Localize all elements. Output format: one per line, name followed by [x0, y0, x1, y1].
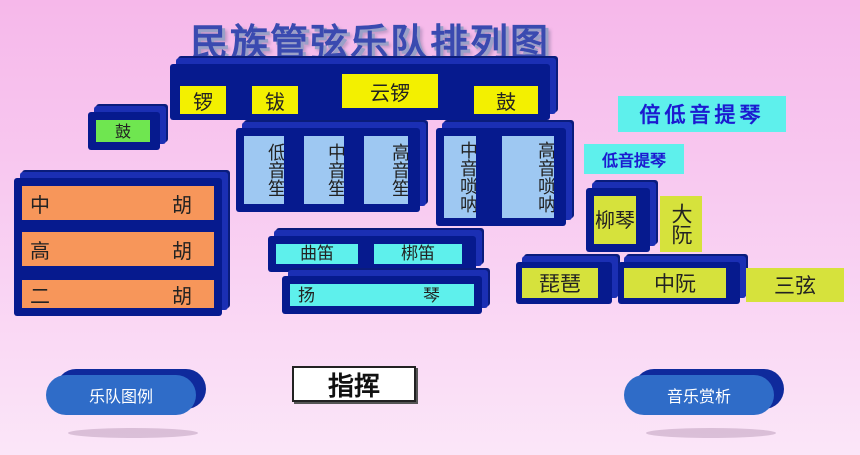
percussion-bo: 钹	[252, 86, 298, 114]
flute-bangdi: 梆笛	[374, 244, 462, 264]
suona-section: 中音唢呐 高音唢呐	[436, 128, 566, 226]
yangqin-right: 琴	[423, 286, 440, 306]
legend-button[interactable]: 乐队图例	[46, 375, 196, 415]
huqin-zhong-right: 胡	[172, 192, 192, 217]
small-drum: 鼓	[96, 120, 150, 142]
percussion-gu: 鼓	[474, 86, 538, 114]
huqin-gao-right: 胡	[172, 238, 192, 263]
huqin-zhong-left: 中	[30, 192, 50, 217]
huqin-gao: 高 胡	[22, 232, 214, 266]
huqin-er-right: 胡	[172, 284, 192, 308]
flute-section: 曲笛 梆笛	[268, 236, 476, 272]
huqin-section: 中 胡 高 胡 二 胡	[14, 178, 222, 316]
huqin-er-left: 二	[30, 284, 50, 308]
page-title: 民族管弦乐队排列图	[190, 21, 551, 65]
huqin-er: 二 胡	[22, 280, 214, 308]
sanxian: 三弦	[746, 268, 844, 302]
pipa: 琵琶	[522, 268, 598, 298]
sheng-mid: 中音笙	[304, 136, 344, 204]
liuqin: 柳琴	[594, 196, 636, 244]
zhongruan: 中阮	[624, 268, 726, 298]
legend-button-shadow	[68, 428, 198, 438]
yangqin: 扬 琴	[290, 284, 474, 306]
sheng-section: 低音笙 中音笙 高音笙	[236, 128, 420, 212]
percussion-luo: 锣	[180, 86, 226, 114]
zhongruan-section: 中阮	[618, 262, 740, 304]
percussion-yunluo: 云锣	[342, 74, 438, 108]
sheng-low: 低音笙	[244, 136, 284, 204]
liuqin-section: 柳琴	[586, 188, 650, 252]
small-drum-section: 鼓	[88, 112, 160, 150]
flute-qudi: 曲笛	[276, 244, 358, 264]
music-appreciation-button[interactable]: 音乐赏析	[624, 375, 774, 415]
huqin-zhong: 中 胡	[22, 186, 214, 220]
bass-label: 低音提琴	[584, 144, 684, 174]
sheng-high: 高音笙	[364, 136, 408, 204]
huqin-gao-left: 高	[30, 238, 50, 263]
yangqin-left: 扬	[298, 286, 315, 306]
contrabass-label: 倍低音提琴	[618, 96, 786, 132]
suona-high: 高音唢呐	[502, 136, 554, 218]
conductor-label: 指挥	[292, 366, 416, 402]
percussion-section: 锣 钹 云锣 鼓	[170, 64, 550, 120]
daruan: 大阮	[660, 196, 702, 252]
pipa-section: 琵琶	[516, 262, 612, 304]
yangqin-section: 扬 琴	[282, 276, 482, 314]
suona-mid: 中音唢呐	[444, 136, 476, 218]
appreciation-button-shadow	[646, 428, 776, 438]
